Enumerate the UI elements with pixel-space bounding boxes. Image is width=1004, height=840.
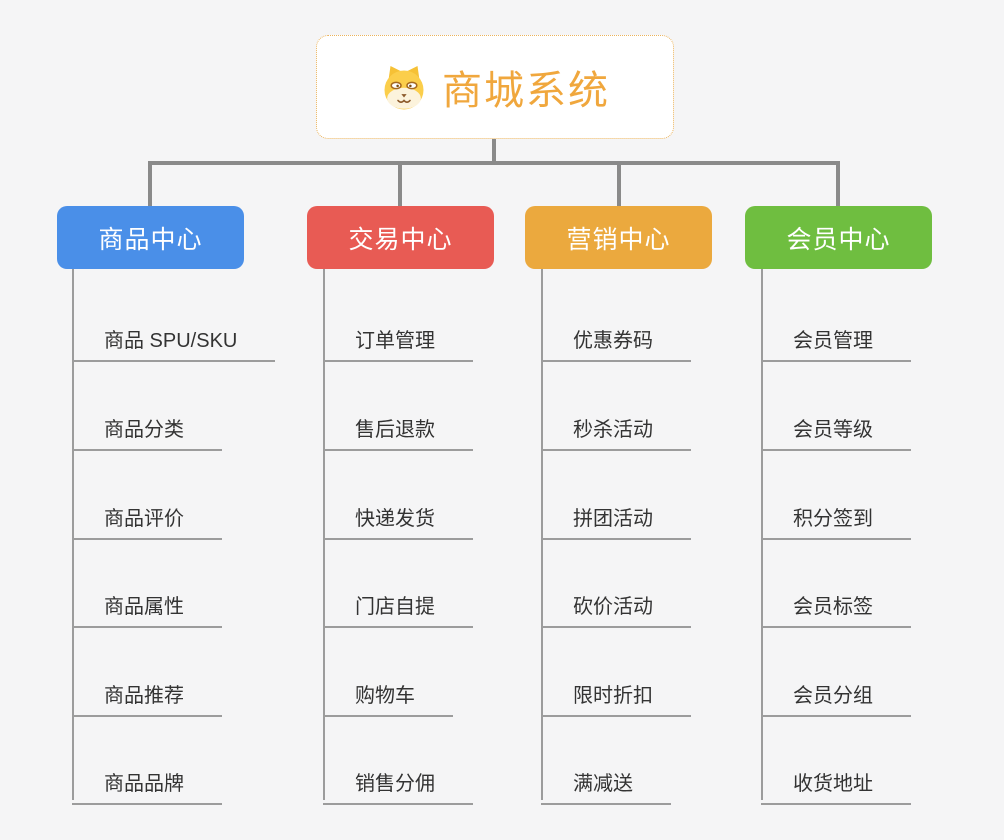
branch-trunk-line xyxy=(323,269,325,800)
subtopic[interactable]: 商品分类 xyxy=(72,402,222,451)
subtopic[interactable]: 秒杀活动 xyxy=(541,402,691,451)
connector-branch-stem xyxy=(398,161,402,206)
subtopic[interactable]: 会员管理 xyxy=(761,313,911,362)
branch-topic-member-center[interactable]: 会员中心 xyxy=(745,206,932,269)
subtopic[interactable]: 优惠券码 xyxy=(541,313,691,362)
subtopic[interactable]: 满减送 xyxy=(541,756,671,805)
subtopic[interactable]: 积分签到 xyxy=(761,491,911,540)
connector-branch-stem xyxy=(836,161,840,206)
root-topic[interactable]: 商城系统 xyxy=(316,35,674,139)
connector-branch-stem xyxy=(617,161,621,206)
subtopic[interactable]: 商品属性 xyxy=(72,579,222,628)
connector-root-stem xyxy=(492,139,496,163)
branch-topic-trade-center[interactable]: 交易中心 xyxy=(307,206,494,269)
subtopic[interactable]: 售后退款 xyxy=(323,402,473,451)
subtopic[interactable]: 订单管理 xyxy=(323,313,473,362)
branch-topic-product-center[interactable]: 商品中心 xyxy=(57,206,244,269)
connector-branch-stem xyxy=(148,161,152,206)
subtopic[interactable]: 会员等级 xyxy=(761,402,911,451)
connector-horizontal xyxy=(148,161,840,165)
branch-trunk-line xyxy=(72,269,74,800)
subtopic[interactable]: 商品评价 xyxy=(72,491,222,540)
subtopic[interactable]: 收货地址 xyxy=(761,756,911,805)
branch-topic-marketing-center[interactable]: 营销中心 xyxy=(525,206,712,269)
branch-trunk-line xyxy=(761,269,763,800)
dog-face-icon xyxy=(380,63,428,111)
root-topic-label: 商城系统 xyxy=(442,69,610,113)
subtopic[interactable]: 商品品牌 xyxy=(72,756,222,805)
subtopic[interactable]: 快递发货 xyxy=(323,491,473,540)
subtopic[interactable]: 限时折扣 xyxy=(541,668,691,717)
subtopic[interactable]: 门店自提 xyxy=(323,579,473,628)
subtopic[interactable]: 商品 SPU/SKU xyxy=(72,313,276,362)
subtopic[interactable]: 销售分佣 xyxy=(323,756,473,805)
subtopic[interactable]: 会员分组 xyxy=(761,668,911,717)
subtopic[interactable]: 拼团活动 xyxy=(541,491,691,540)
subtopic[interactable]: 商品推荐 xyxy=(72,668,222,717)
subtopic[interactable]: 购物车 xyxy=(323,668,453,717)
branch-trunk-line xyxy=(541,269,543,800)
subtopic[interactable]: 会员标签 xyxy=(761,579,911,628)
subtopic[interactable]: 砍价活动 xyxy=(541,579,691,628)
